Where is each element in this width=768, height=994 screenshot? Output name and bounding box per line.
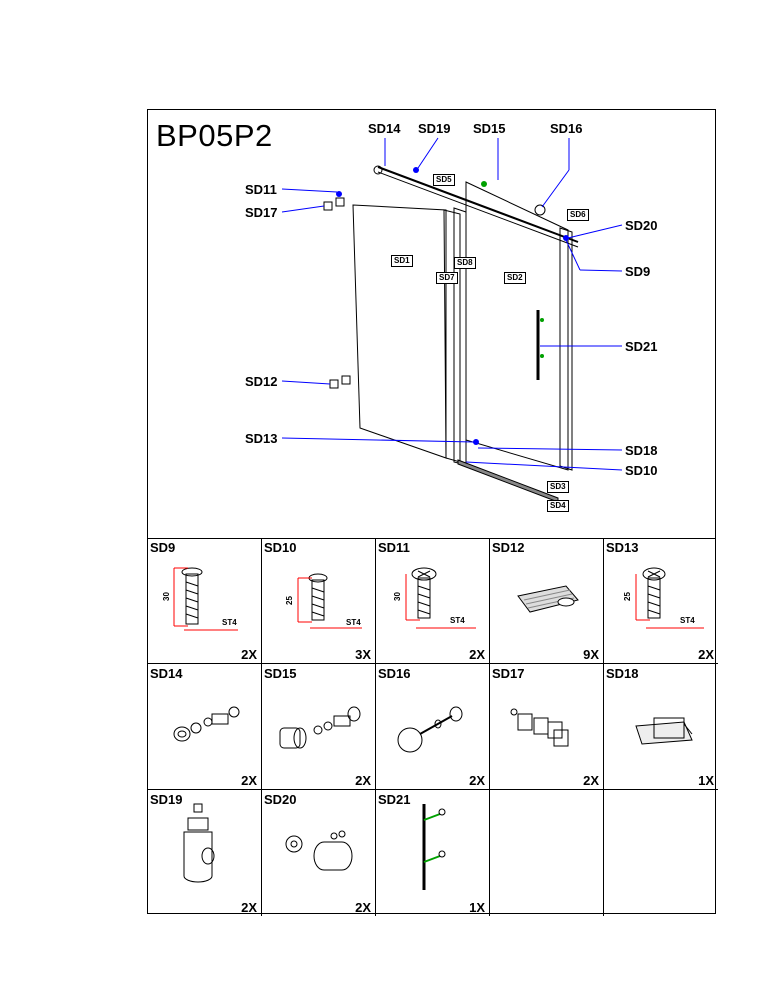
screw-icon — [173, 567, 238, 631]
bracket-plates-icon — [510, 708, 569, 747]
part-cell-sd11: SD11 30 ST4 2X — [376, 538, 490, 664]
screw-icon — [635, 567, 704, 629]
callout-sd20: SD20 — [625, 218, 658, 233]
callout-sd16: SD16 — [550, 121, 583, 136]
part-quantity: 2X — [241, 647, 257, 662]
part-quantity: 3X — [355, 647, 371, 662]
boxed-label-sd1: SD1 — [391, 255, 413, 267]
part-code: SD16 — [378, 666, 411, 681]
end-cap-icon — [397, 706, 463, 753]
boxed-label-sd6: SD6 — [567, 209, 589, 221]
length-dimension: 30 — [161, 592, 171, 601]
part-cell-sd19: SD19 2X — [148, 790, 262, 916]
part-code: SD11 — [378, 540, 410, 555]
boxed-label-sd3: SD3 — [547, 481, 569, 493]
part-cell-sd21: SD21 1X — [376, 790, 490, 916]
thread-dimension: ST4 — [680, 616, 695, 625]
door-handle-icon — [422, 804, 446, 890]
part-cell-empty — [604, 790, 718, 916]
parts-grid: SD9 30 ST4 2X SD10 25 ST4 3X SD1 — [148, 538, 718, 916]
exploded-view-drawing — [281, 137, 623, 503]
part-cell-sd16: SD16 2X — [376, 664, 490, 790]
part-quantity: 1X — [469, 900, 485, 915]
boxed-label-sd5: SD5 — [433, 174, 455, 186]
part-cell-sd17: SD17 2X — [490, 664, 604, 790]
part-cell-sd9: SD9 30 ST4 2X — [148, 538, 262, 664]
glide-pad-icon — [517, 585, 579, 613]
callout-sd13: SD13 — [245, 431, 278, 446]
part-code: SD20 — [264, 792, 297, 807]
part-code: SD15 — [264, 666, 297, 681]
part-code: SD14 — [150, 666, 183, 681]
part-quantity: 2X — [469, 773, 485, 788]
screw-icon — [297, 573, 362, 629]
part-quantity: 9X — [583, 647, 599, 662]
thread-dimension: ST4 — [222, 618, 237, 627]
part-cell-sd20: SD20 2X — [262, 790, 376, 916]
part-quantity: 2X — [355, 900, 371, 915]
length-dimension: 25 — [284, 596, 294, 605]
part-code: SD17 — [492, 666, 525, 681]
part-cell-sd12: SD12 9X — [490, 538, 604, 664]
boxed-label-sd4: SD4 — [547, 500, 569, 512]
callout-sd10: SD10 — [625, 463, 658, 478]
length-dimension: 30 — [392, 592, 402, 601]
callout-sd21: SD21 — [625, 339, 658, 354]
part-cell-sd18: SD18 1X — [604, 664, 718, 790]
boxed-label-sd8: SD8 — [454, 257, 476, 269]
thread-dimension: ST4 — [346, 618, 361, 627]
screw-icon — [405, 567, 476, 629]
length-dimension: 25 — [622, 592, 632, 601]
part-code: SD9 — [150, 540, 176, 555]
part-cell-sd14: SD14 2X — [148, 664, 262, 790]
part-quantity: 2X — [241, 900, 257, 915]
part-quantity: 2X — [583, 773, 599, 788]
roller-assembly-icon — [173, 706, 240, 742]
part-code: SD10 — [264, 540, 297, 555]
stopper-assembly-icon — [279, 706, 361, 749]
callout-sd18: SD18 — [625, 443, 658, 458]
part-quantity: 2X — [355, 773, 371, 788]
part-code: SD12 — [492, 540, 525, 555]
thread-dimension: ST4 — [450, 616, 465, 625]
callout-sd19: SD19 — [418, 121, 451, 136]
part-cell-empty — [490, 790, 604, 916]
exploded-view-panel: BP05P2 — [148, 110, 715, 539]
callout-sd15: SD15 — [473, 121, 506, 136]
callout-sd14: SD14 — [368, 121, 401, 136]
part-code: SD13 — [606, 540, 639, 555]
part-cell-sd15: SD15 2X — [262, 664, 376, 790]
part-quantity: 1X — [698, 773, 714, 788]
part-quantity: 2X — [469, 647, 485, 662]
part-cell-sd10: SD10 25 ST4 3X — [262, 538, 376, 664]
callout-sd17: SD17 — [245, 205, 278, 220]
callout-sd9: SD9 — [625, 264, 651, 279]
part-quantity: 2X — [241, 773, 257, 788]
part-code: SD18 — [606, 666, 639, 681]
part-quantity: 2X — [698, 647, 714, 662]
callout-sd12: SD12 — [245, 374, 278, 389]
model-title: BP05P2 — [156, 118, 273, 153]
boxed-label-sd2: SD2 — [504, 272, 526, 284]
callout-sd11: SD11 — [245, 182, 277, 197]
parts-sheet: BP05P2 — [147, 109, 718, 916]
wall-bracket-icon — [285, 830, 353, 871]
part-cell-sd13: SD13 25 ST4 2X — [604, 538, 718, 664]
part-code: SD19 — [150, 792, 183, 807]
boxed-label-sd7: SD7 — [436, 272, 458, 284]
rail-connector-icon — [183, 803, 215, 883]
floor-guide-icon — [635, 717, 693, 745]
part-code: SD21 — [378, 792, 411, 807]
